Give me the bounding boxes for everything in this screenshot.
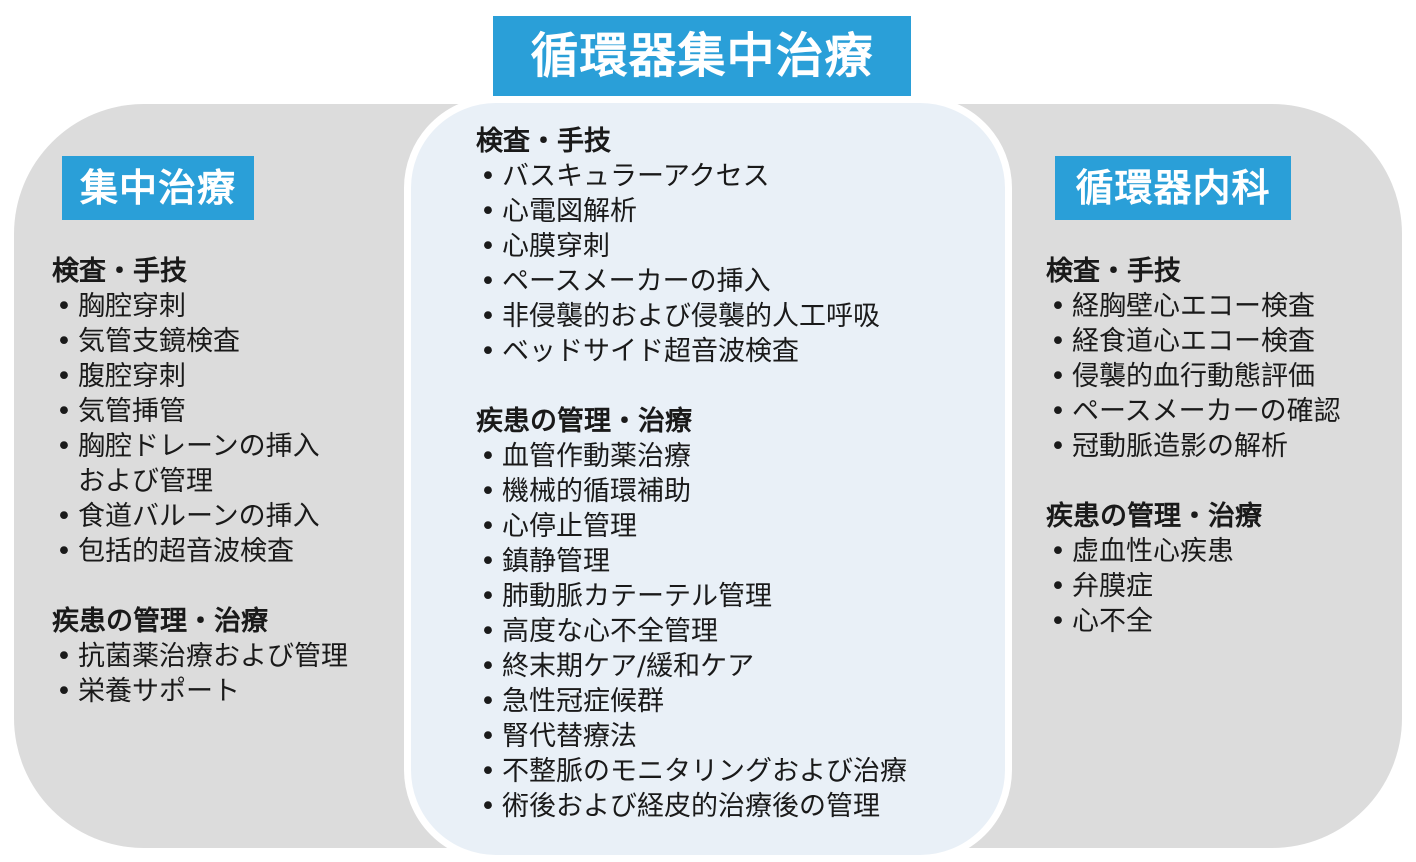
right-column: 検査・手技 経胸壁心エコー検査 経食道心エコー検査 侵襲的血行動態評価 ペースメ… (1046, 254, 1341, 639)
list-item: 肺動脈カテーテル管理 (476, 579, 907, 614)
list-item: 術後および経皮的治療後の管理 (476, 789, 907, 824)
center-section1-heading: 検査・手技 (476, 126, 611, 157)
list-item: 経胸壁心エコー検査 (1046, 289, 1341, 324)
list-item-continuation: および管理 (78, 466, 213, 497)
right-title: 循環器内科 (1055, 156, 1291, 220)
right-section2-heading: 疾患の管理・治療 (1046, 501, 1262, 532)
list-item: 腹腔穿刺 (52, 359, 348, 394)
list-item: 経食道心エコー検査 (1046, 324, 1341, 359)
list-item: 鎮静管理 (476, 544, 907, 579)
list-item: 抗菌薬治療および管理 (52, 639, 348, 674)
right-section1-heading: 検査・手技 (1046, 256, 1181, 287)
list-item: 急性冠症候群 (476, 684, 907, 719)
list-item: 胸腔穿刺 (52, 289, 348, 324)
list-item: 気管挿管 (52, 394, 348, 429)
list-item: 気管支鏡検査 (52, 324, 348, 359)
left-title: 集中治療 (62, 156, 254, 220)
list-item: ペースメーカーの挿入 (476, 264, 907, 299)
list-item: 機械的循環補助 (476, 474, 907, 509)
list-item: 血管作動薬治療 (476, 439, 907, 474)
list-item: 心不全 (1046, 604, 1341, 639)
list-item: 包括的超音波検査 (52, 534, 348, 569)
list-item: 高度な心不全管理 (476, 614, 907, 649)
list-item: 胸腔ドレーンの挿入 (52, 429, 348, 464)
list-item: 冠動脈造影の解析 (1046, 429, 1341, 464)
list-item: 栄養サポート (52, 674, 348, 709)
list-item: 心電図解析 (476, 194, 907, 229)
center-section2-heading: 疾患の管理・治療 (476, 406, 692, 437)
list-item: ペースメーカーの確認 (1046, 394, 1341, 429)
left-section2-heading: 疾患の管理・治療 (52, 606, 268, 637)
left-column: 検査・手技 胸腔穿刺 気管支鏡検査 腹腔穿刺 気管挿管 胸腔ドレーンの挿入 およ… (52, 254, 348, 709)
list-item: 心停止管理 (476, 509, 907, 544)
list-item: 非侵襲的および侵襲的人工呼吸 (476, 299, 907, 334)
left-section1-heading: 検査・手技 (52, 256, 187, 287)
list-item: 終末期ケア/緩和ケア (476, 649, 907, 684)
list-item: 心膜穿刺 (476, 229, 907, 264)
list-item: 腎代替療法 (476, 719, 907, 754)
list-item: 侵襲的血行動態評価 (1046, 359, 1341, 394)
list-item: バスキュラーアクセス (476, 159, 907, 194)
list-item: 不整脈のモニタリングおよび治療 (476, 754, 907, 789)
list-item: ベッドサイド超音波検査 (476, 334, 907, 369)
list-item: 食道バルーンの挿入 (52, 499, 348, 534)
list-item: 弁膜症 (1046, 569, 1341, 604)
main-title: 循環器集中治療 (493, 16, 911, 96)
center-column: 検査・手技 バスキュラーアクセス 心電図解析 心膜穿刺 ペースメーカーの挿入 非… (476, 124, 907, 824)
list-item: 虚血性心疾患 (1046, 534, 1341, 569)
